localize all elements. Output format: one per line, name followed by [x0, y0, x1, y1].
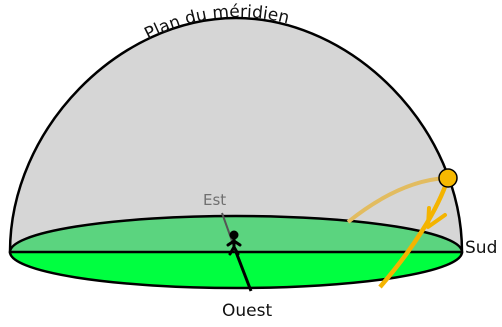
sun-path-back: [346, 176, 447, 224]
arrow-down-icon: [426, 206, 447, 229]
sky-dome: [8, 16, 464, 254]
sun-icon: [438, 168, 458, 188]
horizon-outline: [8, 214, 464, 290]
person-icon: [226, 230, 242, 256]
west-line: [234, 251, 253, 292]
west-label: Ouest: [222, 301, 272, 321]
south-label: Sud: [465, 238, 497, 258]
sun-path-front: [378, 177, 451, 289]
east-label: Est: [203, 191, 226, 209]
horizon-front: [10, 252, 462, 288]
